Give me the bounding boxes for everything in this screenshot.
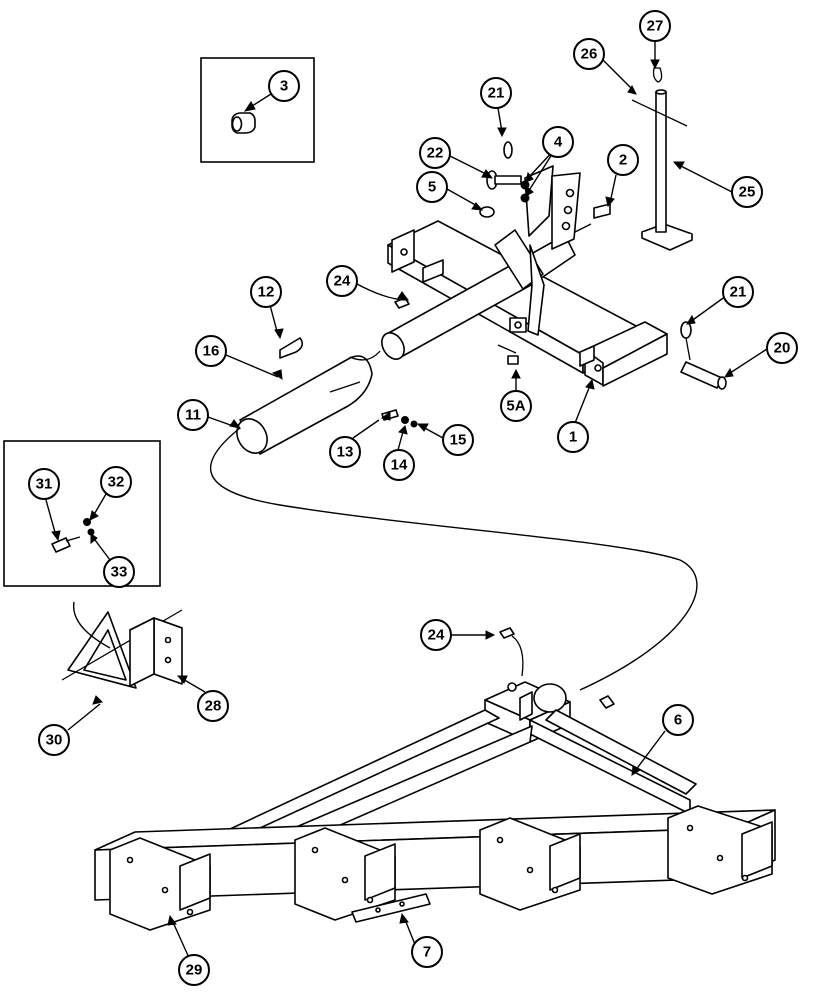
- cap-part: [231, 112, 256, 134]
- callout-12: 12: [250, 276, 282, 308]
- callout-label: 27: [647, 18, 664, 35]
- inset-box-hardware: [3, 440, 161, 587]
- callout-7: 7: [411, 936, 443, 968]
- callout-label: 4: [554, 134, 563, 151]
- hardware-inset: [51, 518, 95, 553]
- callout-33: 33: [103, 556, 135, 588]
- callout-11: 11: [177, 399, 209, 431]
- strap-7: [351, 893, 431, 923]
- shank-bracket-3: [479, 817, 581, 911]
- callout-label: 2: [619, 152, 627, 169]
- callout-label: 20: [774, 340, 791, 357]
- callout-label: 31: [36, 476, 53, 493]
- pin-22: [486, 141, 530, 203]
- callout-label: 12: [258, 284, 275, 301]
- callout-26: 26: [573, 38, 605, 70]
- callout-2: 2: [607, 144, 639, 176]
- callout-24: 24: [326, 265, 358, 297]
- mast-plate: [494, 165, 581, 336]
- callout-label: 5A: [506, 398, 525, 415]
- hitch-pin-stand: [631, 67, 693, 251]
- callout-14: 14: [383, 449, 415, 481]
- callout-4: 4: [542, 126, 574, 158]
- callout-label: 15: [450, 432, 467, 449]
- callout-5: 5: [416, 171, 448, 203]
- shank-bracket-1: [109, 837, 211, 931]
- callout-25: 25: [731, 176, 763, 208]
- callout-29: 29: [178, 954, 210, 986]
- callout-label: 29: [186, 962, 203, 979]
- callout-label: 7: [423, 944, 431, 961]
- callout-label: 24: [428, 627, 445, 644]
- callout-15: 15: [442, 424, 474, 456]
- reflector-30: [61, 601, 183, 689]
- callout-27: 27: [639, 10, 671, 42]
- callout-label: 16: [203, 343, 220, 360]
- callout-label: 6: [674, 712, 682, 729]
- callout-20: 20: [766, 332, 798, 364]
- callout-label: 32: [108, 474, 125, 491]
- callout-30: 30: [38, 724, 70, 756]
- callout-22: 22: [419, 137, 451, 169]
- callout-1: 1: [557, 421, 589, 453]
- pin-20: [680, 321, 727, 390]
- callout-5a: 5A: [500, 390, 532, 422]
- callout-label: 11: [185, 407, 201, 424]
- inset-box-cap: [200, 57, 315, 163]
- callout-label: 28: [205, 698, 222, 715]
- callout-label: 21: [730, 284, 747, 301]
- lower-tube-11: [236, 350, 381, 455]
- shank-bracket-4: [667, 805, 773, 895]
- hitch-frame: [387, 220, 668, 387]
- callout-21-lower: 21: [722, 276, 754, 308]
- callout-label: 25: [739, 184, 756, 201]
- leader-lines: [45, 40, 768, 961]
- callout-16: 16: [195, 335, 227, 367]
- callout-label: 24: [334, 273, 351, 290]
- callout-24-lower: 24: [420, 619, 452, 651]
- shank-bracket-2: [294, 827, 396, 921]
- callout-label: 1: [569, 429, 577, 446]
- arrowheads: [51, 59, 734, 926]
- callout-label: 33: [111, 564, 128, 581]
- bracket-28: [129, 617, 183, 687]
- callout-label: 14: [391, 457, 408, 474]
- callout-6: 6: [662, 704, 694, 736]
- callout-31: 31: [28, 468, 60, 500]
- clip-12: [279, 337, 304, 359]
- decal-2: [593, 203, 611, 219]
- callout-13: 13: [329, 436, 361, 468]
- callout-label: 3: [280, 78, 288, 95]
- callout-label: 5: [428, 179, 436, 196]
- callout-28: 28: [197, 690, 229, 722]
- callout-label: 26: [581, 46, 598, 63]
- callout-label: 13: [337, 444, 354, 461]
- callout-label: 30: [46, 732, 63, 749]
- grease-fitting-24b: [499, 627, 515, 639]
- callout-label: 21: [488, 85, 505, 102]
- callout-32: 32: [100, 466, 132, 498]
- callout-21: 21: [480, 77, 512, 109]
- bushing-5: [479, 206, 495, 218]
- callout-label: 22: [427, 145, 444, 162]
- callout-3: 3: [268, 70, 300, 102]
- bolt-5a: [497, 344, 519, 365]
- assembly-leader-curve: [209, 427, 698, 691]
